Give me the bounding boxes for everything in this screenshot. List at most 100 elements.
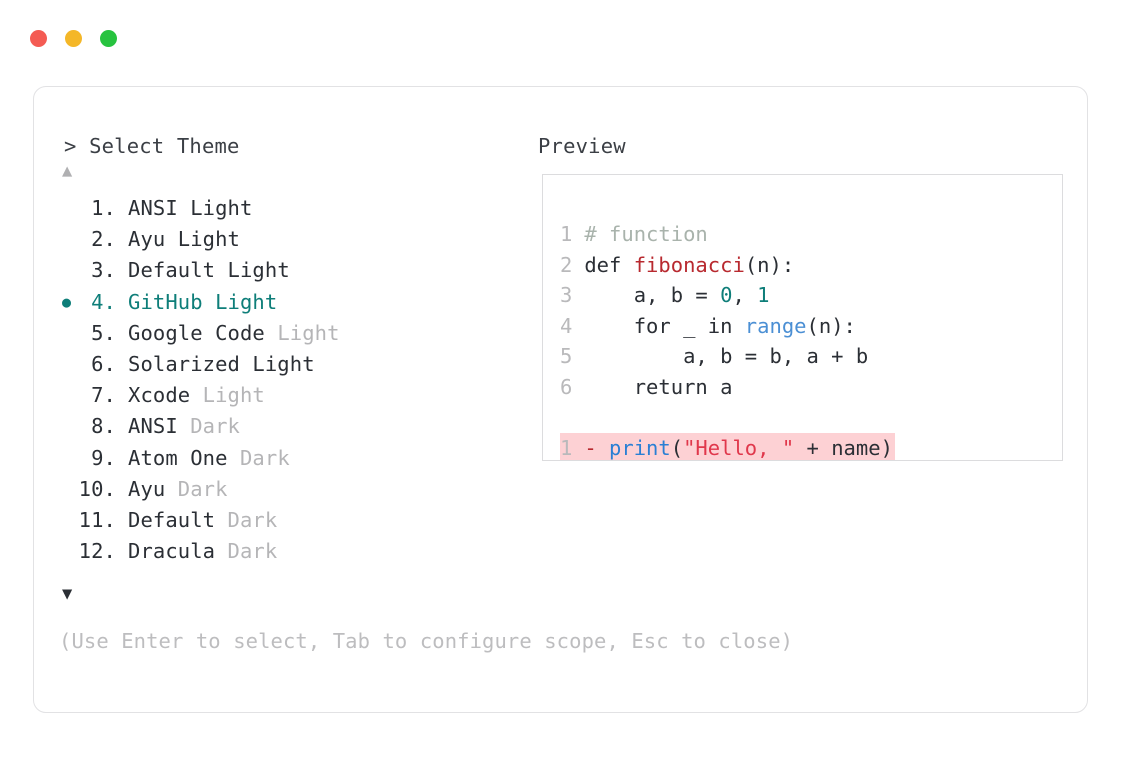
theme-item-index: 6.	[91, 351, 116, 376]
theme-item-index: 11.	[78, 507, 116, 532]
theme-item-index: 12.	[78, 539, 116, 564]
theme-list-item[interactable]: 7. Xcode Light	[62, 380, 502, 411]
theme-item-index: 10.	[78, 476, 116, 501]
theme-item-index: 2.	[91, 227, 116, 252]
code-token-call: print	[609, 436, 671, 461]
traffic-light-minimize-button[interactable]	[65, 30, 82, 47]
traffic-light-maximize-button[interactable]	[100, 30, 117, 47]
theme-item-index: 9.	[91, 445, 116, 470]
page-title: > Select Theme	[64, 134, 240, 158]
theme-list-item[interactable]: 10. Ayu Dark	[62, 474, 502, 505]
preview-title: Preview	[538, 134, 626, 158]
theme-item-label: Google Code Light	[128, 321, 340, 345]
code-token-keyword: def	[572, 252, 634, 277]
theme-item-index: 5.	[91, 320, 116, 345]
code-line: 3 a, b = 0, 1	[560, 280, 1062, 311]
selected-bullet-icon: ●	[62, 292, 72, 311]
code-token-plain: (	[670, 436, 684, 461]
theme-list-item[interactable]: 2. Ayu Light	[62, 224, 502, 255]
theme-item-index: 8.	[91, 414, 116, 439]
theme-item-name: Ayu	[128, 476, 166, 501]
code-line: 6 return a	[560, 372, 1062, 403]
code-line-number: 2	[560, 252, 573, 277]
theme-item-label: Atom One Dark	[128, 446, 290, 470]
theme-item-index: 7.	[91, 383, 116, 408]
theme-item-name: Solarized	[128, 351, 240, 376]
theme-item-variant: Dark	[215, 507, 278, 532]
code-token-number: 1	[757, 283, 770, 308]
code-line-number: 3	[560, 283, 573, 308]
code-token-func: fibonacci	[633, 252, 745, 277]
theme-list-item[interactable]: 11. Default Dark	[62, 505, 502, 536]
theme-item-variant: Light	[177, 196, 253, 220]
code-token-comment: # function	[572, 222, 708, 246]
theme-item-label: Ayu Light	[128, 227, 240, 251]
theme-item-variant: Dark	[215, 539, 278, 564]
theme-list-item[interactable]: 5. Google Code Light	[62, 318, 502, 349]
code-token-plain: a, b =	[572, 283, 721, 308]
theme-list-item[interactable]: 6. Solarized Light	[62, 349, 502, 380]
theme-item-variant: Light	[215, 258, 290, 283]
code-token-plain: a, b = b, a + b	[572, 344, 869, 369]
code-token-plain: for _ in	[572, 313, 745, 338]
diff-block: 1 - print("Hello, " + name)1 + print(f"H…	[560, 433, 1062, 461]
theme-item-label: Default Light	[128, 258, 290, 282]
diff-row: 1 - print("Hello, " + name)	[560, 433, 1062, 461]
code-token-string: "Hello, "	[683, 436, 795, 461]
diff-marker-del: -	[572, 436, 610, 461]
theme-list-item[interactable]: 3. Default Light	[62, 255, 502, 286]
code-token-number: 0	[720, 283, 733, 308]
theme-item-variant: Dark	[177, 414, 240, 439]
keyboard-hint: (Use Enter to select, Tab to configure s…	[59, 629, 794, 653]
theme-item-name: Google Code	[128, 320, 265, 345]
theme-list-item[interactable]: 12. Dracula Dark	[62, 536, 502, 567]
code-token-builtin: range	[744, 313, 807, 338]
theme-item-name: Ayu	[128, 227, 166, 252]
theme-list-item[interactable]: 8. ANSI Dark	[62, 411, 502, 442]
code-line: 4 for _ in range(n):	[560, 311, 1062, 342]
window-traffic-lights	[30, 30, 117, 47]
theme-item-name: Default	[128, 507, 216, 532]
code-line: 5 a, b = b, a + b	[560, 341, 1062, 372]
theme-item-label: ANSI Light	[128, 196, 252, 220]
theme-item-index: 3.	[91, 258, 116, 283]
code-token-plain: (n):	[806, 313, 856, 338]
diff-line-del: 1 - print("Hello, " + name)	[560, 433, 895, 461]
theme-item-variant: Light	[190, 383, 265, 408]
code-line-number: 5	[560, 344, 573, 369]
code-token-plain: return a	[572, 374, 733, 399]
theme-item-index: 1.	[91, 196, 116, 220]
theme-item-variant: Light	[202, 289, 278, 314]
theme-item-label: ANSI Dark	[128, 414, 240, 438]
theme-list-item[interactable]: ● 4. GitHub Light	[62, 287, 502, 318]
code-line-number: 1	[560, 222, 573, 246]
theme-item-name: Atom One	[128, 445, 228, 470]
traffic-light-close-button[interactable]	[30, 30, 47, 47]
theme-item-variant: Light	[239, 351, 315, 376]
scroll-down-icon[interactable]: ▼	[62, 584, 73, 604]
theme-item-label: Solarized Light	[128, 352, 315, 376]
theme-item-index: 4.	[91, 289, 116, 314]
theme-list-item[interactable]: 1. ANSI Light	[62, 193, 502, 224]
theme-list-item[interactable]: 9. Atom One Dark	[62, 443, 502, 474]
theme-item-variant: Light	[264, 320, 340, 345]
theme-item-name: GitHub	[128, 289, 203, 314]
theme-item-variant: Light	[165, 227, 240, 252]
theme-item-variant: Dark	[165, 476, 228, 501]
theme-item-variant: Dark	[227, 445, 290, 470]
theme-item-name: ANSI	[128, 196, 178, 220]
theme-item-name: ANSI	[128, 414, 178, 439]
theme-item-label: GitHub Light	[128, 290, 277, 314]
code-line: 1 # function	[560, 219, 1062, 250]
scroll-up-icon[interactable]: ▲	[62, 161, 73, 181]
code-line-number: 6	[560, 374, 573, 399]
theme-item-label: Xcode Light	[128, 383, 265, 407]
theme-item-name: Dracula	[128, 539, 216, 564]
theme-list: 1. ANSI Light 2. Ayu Light 3. Default Light ● 4…	[62, 193, 502, 567]
code-line-number: 4	[560, 313, 573, 338]
code-token-plain: (n):	[744, 252, 795, 277]
code-line: 2 def fibonacci(n):	[560, 250, 1062, 281]
